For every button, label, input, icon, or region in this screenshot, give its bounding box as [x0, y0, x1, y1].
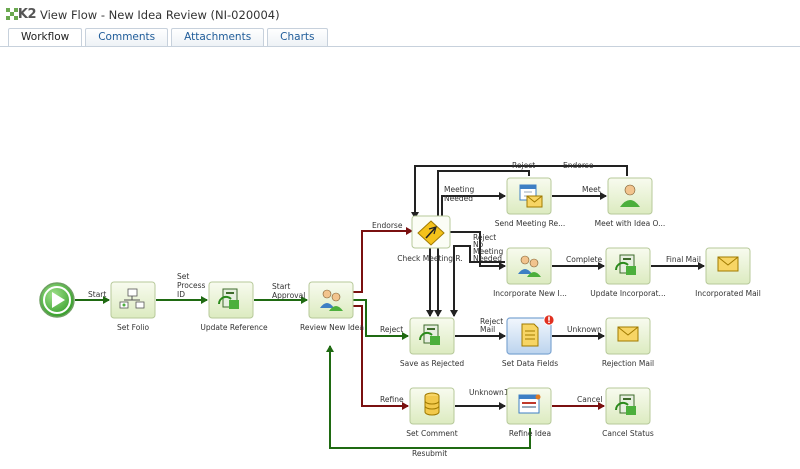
label-unknown1: Unknown1	[469, 388, 509, 397]
node-label: Set Folio	[117, 323, 150, 332]
users-icon	[320, 289, 343, 311]
node-save-rejected[interactable]: Save as Rejected	[400, 317, 465, 368]
node-label: Send Meeting Re...	[495, 219, 566, 228]
node-label: Incorporated Mail	[695, 289, 761, 298]
calendar-mail-icon	[519, 184, 543, 208]
node-label: Save as Rejected	[400, 359, 465, 368]
edge-labels: Start Set Process ID Start Approval Endo…	[88, 161, 701, 458]
play-icon	[52, 292, 65, 308]
node-set-comment[interactable]: Set Comment	[406, 387, 458, 438]
label-unknown: Unknown	[567, 325, 602, 334]
node-update-incorporate[interactable]: Update Incorporat...	[590, 247, 666, 298]
edge-reject	[353, 299, 409, 340]
node-start[interactable]	[39, 282, 75, 318]
node-set-folio[interactable]: Set Folio	[110, 281, 156, 332]
node-send-meeting[interactable]: Send Meeting Re...	[495, 177, 566, 228]
node-meet-idea[interactable]: Meet with Idea O...	[595, 177, 666, 228]
node-label: Update Reference	[200, 323, 268, 332]
label-meeting-needed-2: Needed	[444, 194, 473, 203]
k2-logo-mark	[6, 8, 18, 20]
tab-bar: Workflow Comments Attachments Charts	[8, 28, 331, 47]
node-label: Meet with Idea O...	[595, 219, 666, 228]
node-label: Set Comment	[406, 429, 458, 438]
label-reject-mail-2: Mail	[480, 325, 495, 334]
k2-logo: K2	[6, 5, 37, 23]
edge-endorse-top	[411, 165, 628, 219]
mail-icon	[717, 256, 739, 272]
node-label: Rejection Mail	[602, 359, 654, 368]
server-update-icon	[614, 254, 636, 275]
node-label: Set Data Fields	[502, 359, 558, 368]
window-header: K2 View Flow - New Idea Review (NI-02000…	[0, 0, 800, 28]
node-label: Cancel Status	[602, 429, 654, 438]
label-no-meeting-2: Meeting	[473, 247, 503, 256]
node-cancel-status[interactable]: Cancel Status	[602, 387, 654, 438]
logo-text: K2	[17, 6, 37, 22]
node-rejection-mail[interactable]: Rejection Mail	[602, 317, 654, 368]
node-label: Review New Idea	[300, 323, 364, 332]
tab-charts[interactable]: Charts	[267, 28, 328, 46]
tab-workflow[interactable]: Workflow	[8, 28, 83, 47]
users-icon	[518, 255, 541, 277]
form-icon	[518, 394, 541, 414]
hierarchy-icon	[119, 288, 145, 309]
label-set-process-id-2: Process	[177, 281, 206, 290]
edge-endorse	[353, 227, 413, 293]
label-endorse: Endorse	[372, 221, 403, 230]
label-cancel: Cancel	[577, 395, 602, 404]
window-title: View Flow - New Idea Review (NI-020004)	[40, 8, 280, 22]
label-no-meeting-3: Needed	[473, 254, 502, 263]
label-complete: Complete	[566, 255, 603, 264]
label-meet: Meet	[582, 185, 601, 194]
label-no-meeting-1: No	[473, 240, 484, 249]
label-start-approval-2: Approval	[272, 291, 305, 300]
edge-resubmit	[326, 345, 531, 449]
user-icon	[620, 184, 640, 207]
node-label: Check Meeting R.	[397, 254, 462, 263]
label-meeting-needed-1: Meeting	[444, 185, 474, 194]
label-start: Start	[88, 290, 106, 299]
node-incorporated-mail[interactable]: Incorporated Mail	[695, 247, 761, 298]
edge-no-meeting	[450, 231, 506, 270]
server-update-icon	[418, 324, 440, 345]
label-endorse-top: Endorse	[563, 161, 594, 170]
node-review-new-idea[interactable]: Review New Idea	[300, 281, 364, 332]
node-label: Update Incorporat...	[590, 289, 665, 298]
node-set-data-fields[interactable]: Set Data Fields	[502, 314, 558, 368]
edge-refine	[353, 305, 409, 410]
edge-reject-mid	[450, 245, 505, 317]
label-set-process-id-3: ID	[177, 290, 185, 299]
label-reject: Reject	[380, 325, 403, 334]
label-reject-mid: Reject	[473, 233, 496, 242]
server-update-icon	[614, 394, 636, 415]
node-incorporate-new[interactable]: Incorporate New I...	[493, 247, 567, 298]
server-update-icon	[217, 288, 239, 309]
database-icon	[424, 392, 440, 416]
label-reject-top: Reject	[512, 161, 535, 170]
node-label: Incorporate New I...	[493, 289, 567, 298]
node-label: Refine Idea	[509, 429, 551, 438]
label-resubmit: Resubmit	[412, 449, 447, 458]
document-icon	[521, 323, 539, 347]
label-reject-mail-1: Reject	[480, 317, 503, 326]
tab-comments[interactable]: Comments	[85, 28, 169, 46]
node-update-reference[interactable]: Update Reference	[200, 281, 268, 332]
node-check-meeting[interactable]: Check Meeting R.	[397, 215, 463, 263]
decision-icon	[417, 220, 445, 246]
edge-meeting-needed	[441, 192, 506, 216]
warning-badge-icon	[543, 314, 555, 326]
label-final-mail: Final Mail	[666, 255, 701, 264]
tab-divider	[0, 46, 800, 47]
tab-attachments[interactable]: Attachments	[171, 28, 265, 46]
label-refine: Refine	[380, 395, 404, 404]
node-refine-idea[interactable]: Refine Idea	[506, 387, 552, 438]
label-set-process-id-1: Set	[177, 272, 189, 281]
label-start-approval-1: Start	[272, 282, 290, 291]
edges	[75, 165, 705, 449]
mail-icon	[617, 326, 639, 342]
